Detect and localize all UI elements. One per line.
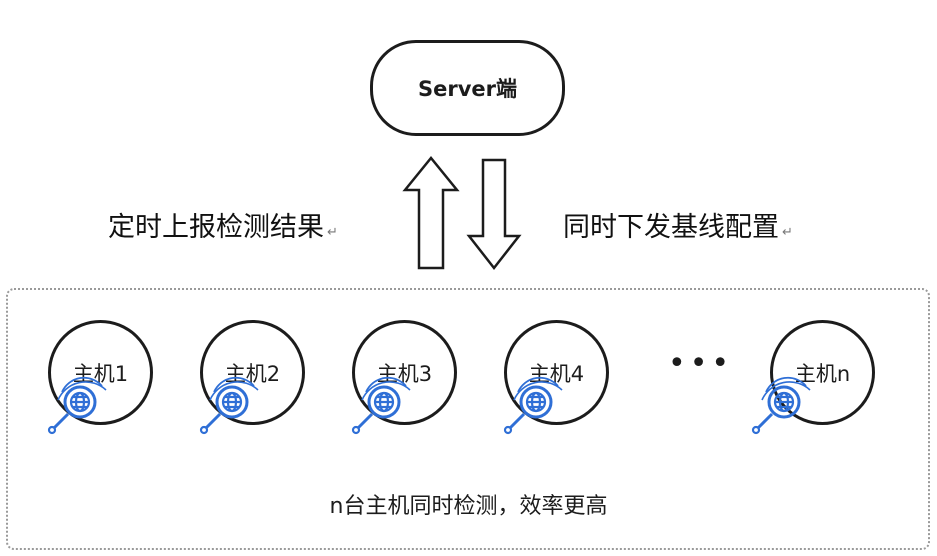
down-arrow xyxy=(466,158,522,271)
download-label: 同时下发基线配置↵ xyxy=(563,212,793,243)
server-label: Server端 xyxy=(417,77,517,101)
globe-magnifier-icon xyxy=(47,376,107,435)
return-mark: ↵ xyxy=(782,225,793,240)
host-node: 主机n xyxy=(770,320,875,425)
globe-magnifier-icon xyxy=(751,376,811,435)
server-node: Server端 xyxy=(370,40,565,136)
host-label: 主机n xyxy=(794,362,851,386)
ellipsis: ••• xyxy=(668,346,734,381)
host-circle xyxy=(504,320,609,425)
globe-magnifier-icon xyxy=(351,376,411,435)
host-circle xyxy=(48,320,153,425)
host-circle xyxy=(352,320,457,425)
return-mark: ↵ xyxy=(327,225,338,240)
host-node: 主机1 xyxy=(48,320,153,425)
data-flow-arrows xyxy=(402,156,522,271)
globe-magnifier-icon xyxy=(199,376,259,435)
hosts-group xyxy=(6,288,930,550)
host-node: 主机3 xyxy=(352,320,457,425)
up-arrow xyxy=(402,156,460,270)
globe-magnifier-icon xyxy=(503,376,563,435)
upload-label: 定时上报检测结果↵ xyxy=(108,212,338,243)
caption: n台主机同时检测，效率更高 xyxy=(329,494,608,519)
host-circle xyxy=(200,320,305,425)
host-circle xyxy=(770,320,875,425)
